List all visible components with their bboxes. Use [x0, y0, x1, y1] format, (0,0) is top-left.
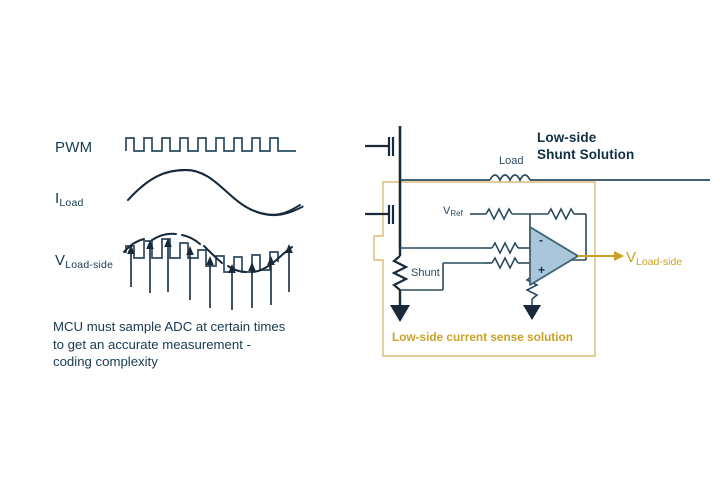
load-label: Load: [499, 155, 524, 167]
bias-resistor-ground: [523, 275, 541, 320]
high-side-mosfet: [365, 126, 402, 180]
caption-line-2: to get an accurate measurement -: [53, 336, 251, 352]
title-line-2: Shunt Solution: [537, 147, 635, 162]
low-side-sense-box-label: Low-side current sense solution: [392, 330, 573, 344]
i-load-waveform: [127, 169, 304, 217]
sample-arrow: [285, 244, 293, 292]
shunt-resistor: [390, 248, 410, 322]
sample-arrow: [127, 245, 135, 287]
right-panel-title: Low-side Shunt Solution: [537, 129, 634, 163]
sample-arrow: [164, 238, 172, 292]
title-line-1: Low-side: [537, 130, 597, 145]
load-branch: [400, 174, 710, 183]
low-side-mosfet: [365, 180, 402, 248]
signal-label-i-load: ILoad: [55, 190, 84, 209]
v-load-side-waveform: [123, 232, 293, 310]
low-side-sense-boundary-box: [373, 181, 596, 357]
output-signal-wire: [578, 251, 624, 261]
signal-label-pwm: PWM: [55, 139, 93, 156]
sample-arrow: [146, 240, 154, 293]
signal-label-v-load-side: VLoad-side: [55, 252, 114, 271]
inverting-input-resistor: [485, 241, 530, 255]
output-label-v-load-side: VLoad-side: [626, 249, 683, 268]
shunt-sense-wires: [400, 247, 485, 291]
shunt-label: Shunt: [411, 267, 440, 279]
left-caption: MCU must sample ADC at certain times to …: [53, 318, 343, 371]
sample-arrow: [228, 264, 236, 310]
sample-arrow: [206, 256, 214, 308]
pwm-waveform: [125, 137, 296, 152]
caption-line-1: MCU must sample ADC at certain times: [53, 319, 286, 334]
opamp-inverting-input-label: -: [539, 233, 543, 247]
caption-line-3: coding complexity: [53, 354, 158, 369]
sample-arrow: [186, 246, 194, 300]
sample-arrow: [248, 262, 256, 308]
noninverting-input-resistor: [485, 256, 533, 276]
opamp-noninverting-input-label: +: [538, 263, 546, 277]
ground-symbol-opamp: [523, 305, 541, 320]
sample-arrow: [267, 256, 275, 305]
operational-amplifier: [529, 226, 579, 286]
vref-label: VRef: [443, 205, 463, 218]
vref-branch: [470, 207, 530, 221]
ground-symbol-shunt: [390, 305, 410, 322]
